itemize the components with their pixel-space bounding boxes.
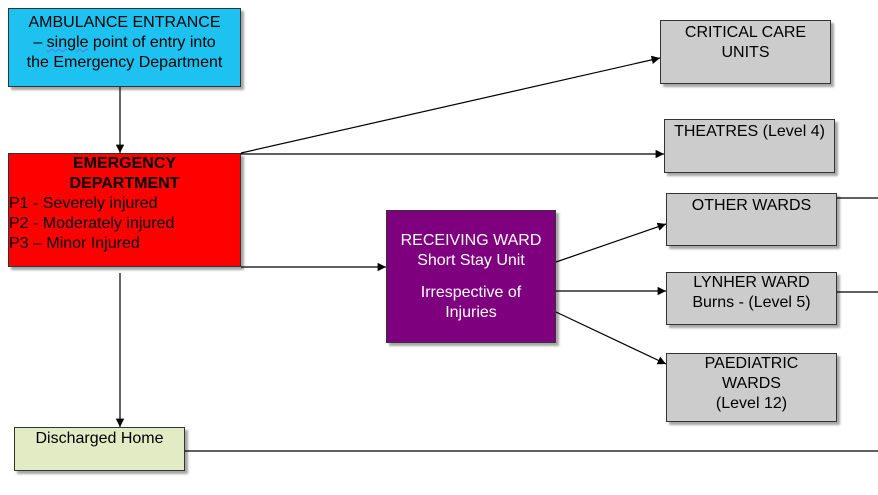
lynher-line2: Burns - (Level 5) <box>692 294 811 311</box>
ambulance-line1: AMBULANCE ENTRANCE <box>28 14 221 31</box>
ambulance-line2-suffix: point of entry into <box>88 34 216 51</box>
receiving-spacer <box>387 271 555 283</box>
critical-care-units-box: CRITICAL CARE UNITS <box>660 20 831 84</box>
ambulance-line2: – single point of entry into <box>9 33 240 53</box>
theatres-box: THEATRES (Level 4) <box>664 119 835 173</box>
ed-priority-p2: P2 - Moderately injured <box>9 215 175 232</box>
discharged-home-box: Discharged Home <box>14 427 185 471</box>
ambulance-line2-prefix: – <box>33 34 47 51</box>
lynher-line1: LYNHER WARD <box>693 274 810 291</box>
ed-title-line2: DEPARTMENT <box>69 175 180 192</box>
ambulance-line3: the Emergency Department <box>26 54 223 71</box>
receiving-line1: RECEIVING WARD <box>400 232 542 249</box>
ed-priority-p1: P1 - Severely injured <box>9 195 158 212</box>
arrow-ed-to-critical-care <box>240 55 661 154</box>
paediatric-line1: PAEDIATRIC <box>704 355 799 372</box>
emergency-department-box: EMERGENCY DEPARTMENT P1 - Severely injur… <box>8 153 241 267</box>
paediatric-line2: WARDS <box>722 375 781 392</box>
critical-care-line2: UNITS <box>721 44 770 61</box>
arrow-receiving-to-other-wards <box>555 222 667 263</box>
other-wards-box: OTHER WARDS <box>666 193 837 246</box>
theatres-line1: THEATRES (Level 4) <box>674 123 825 140</box>
lynher-ward-box: LYNHER WARD Burns - (Level 5) <box>666 272 837 325</box>
receiving-line2: Short Stay Unit <box>417 252 525 269</box>
paediatric-line3: (Level 12) <box>715 395 788 412</box>
ambulance-entrance-box: AMBULANCE ENTRANCE – single point of ent… <box>8 8 241 87</box>
ed-priority-p3: P3 – Minor Injured <box>9 235 140 252</box>
critical-care-line1: CRITICAL CARE <box>684 24 807 41</box>
discharged-line1: Discharged Home <box>35 430 164 447</box>
receiving-line4: Injuries <box>445 304 497 321</box>
other-wards-line1: OTHER WARDS <box>691 197 812 214</box>
arrow-receiving-to-paediatric <box>555 311 667 365</box>
receiving-ward-box: RECEIVING WARD Short Stay Unit Irrespect… <box>386 210 556 343</box>
ed-title-line1: EMERGENCY <box>72 155 177 172</box>
receiving-line3: Irrespective of <box>420 284 522 301</box>
ambulance-line2-word: single <box>46 34 89 51</box>
paediatric-wards-box: PAEDIATRIC WARDS (Level 12) <box>666 353 837 422</box>
